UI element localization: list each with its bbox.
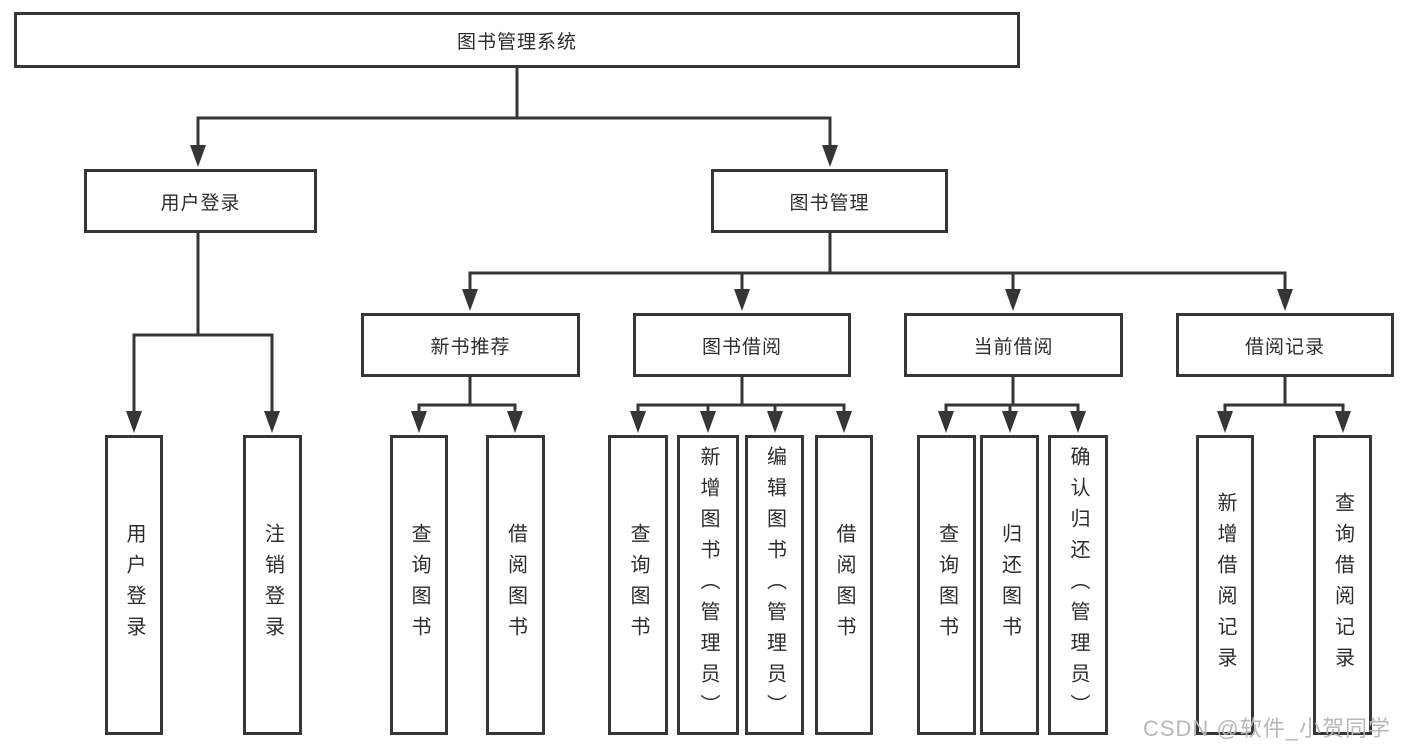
leaf-label: 编辑图书（管理员） [763,445,786,725]
node-borrow-records: 借阅记录 [1176,313,1394,377]
leaf-label: 注销登录 [261,523,284,647]
leaf-label: 新增借阅记录 [1214,492,1236,678]
leaf-label: 新增图书（管理员） [697,445,719,725]
node-book-management: 图书管理 [711,169,948,233]
leaf-label: 借阅图书 [504,523,527,647]
node-book-borrow: 图书借阅 [633,313,851,377]
leaf-borrow-books-1: 借阅图书 [486,435,545,735]
leaf-add-book-admin: 新增图书（管理员） [677,435,739,735]
node-user-login: 用户登录 [84,169,317,233]
node-root: 图书管理系统 [14,12,1020,68]
leaf-query-books-3: 查询图书 [917,435,976,735]
leaf-label: 归还图书 [998,523,1021,647]
leaf-edit-book-admin: 编辑图书（管理员） [745,435,804,735]
leaf-confirm-return-admin: 确认归还（管理员） [1048,435,1108,735]
leaf-label: 查询图书 [408,523,430,647]
leaf-label: 查询图书 [627,523,649,647]
leaf-return-book: 归还图书 [980,435,1039,735]
arrowheads [126,145,1351,433]
leaf-label: 用户登录 [123,523,145,647]
leaf-label: 确认归还（管理员） [1067,445,1089,725]
connector-path [132,66,1345,418]
leaf-query-borrow-record: 查询借阅记录 [1313,435,1372,735]
node-current-borrow: 当前借阅 [904,313,1123,377]
leaf-borrow-books-2: 借阅图书 [815,435,873,735]
leaf-logout: 注销登录 [243,435,302,735]
leaf-label: 查询图书 [935,523,958,647]
watermark: CSDN @软件_小贺同学 [1142,716,1391,741]
leaf-label: 借阅图书 [833,523,855,647]
leaf-label: 查询借阅记录 [1331,492,1354,678]
leaf-query-books-1: 查询图书 [390,435,448,735]
node-new-book-recommend: 新书推荐 [361,313,580,377]
leaf-query-books-2: 查询图书 [608,435,668,735]
leaf-add-borrow-record: 新增借阅记录 [1196,435,1254,735]
leaf-user-login: 用户登录 [105,435,163,735]
